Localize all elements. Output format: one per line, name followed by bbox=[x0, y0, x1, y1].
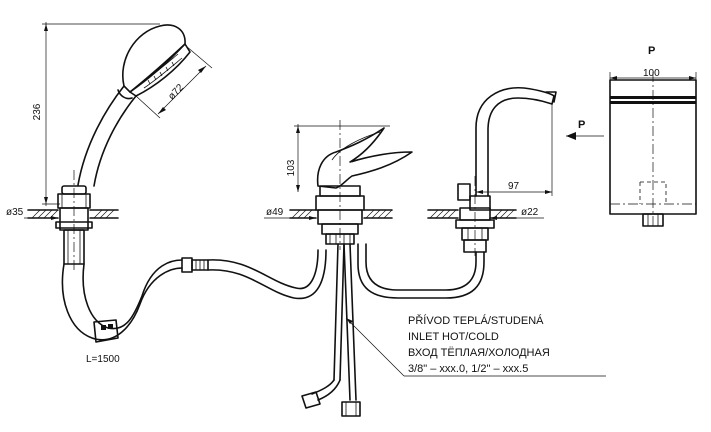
dim-mixer-base-diameter: ø49 bbox=[266, 207, 284, 218]
dim-hose-length: L=1500 bbox=[86, 354, 120, 365]
view-title: P bbox=[648, 45, 655, 57]
mixer-body bbox=[289, 120, 413, 417]
view-p bbox=[609, 72, 697, 227]
note-line-3: ВХОД ТЁПЛАЯ/ХОЛОДНАЯ bbox=[408, 347, 550, 359]
note-line-1: PŘÍVOD TEPLÁ/STUDENÁ bbox=[408, 314, 544, 327]
view-direction-arrow bbox=[566, 132, 604, 140]
hand-shower bbox=[27, 24, 191, 270]
spout bbox=[357, 87, 557, 299]
shower-hose bbox=[61, 249, 327, 343]
note-line-4: 3/8" – xxx.0, 1/2" – xxx.5 bbox=[408, 363, 528, 375]
dim-shower-head-diameter: ø72 bbox=[166, 82, 186, 102]
dim-spout-reach: 97 bbox=[508, 181, 520, 192]
note-line-2: INLET HOT/COLD bbox=[408, 331, 499, 343]
dim-mixer-height: 103 bbox=[286, 159, 297, 176]
dimension-lines bbox=[24, 22, 606, 377]
dim-shower-base-diameter: ø35 bbox=[6, 207, 24, 218]
dim-spout-base-diameter: ø22 bbox=[521, 207, 539, 218]
view-arrow-label: P bbox=[578, 119, 585, 131]
dim-shower-height: 236 bbox=[32, 103, 43, 120]
dim-view-width: 100 bbox=[643, 68, 660, 79]
